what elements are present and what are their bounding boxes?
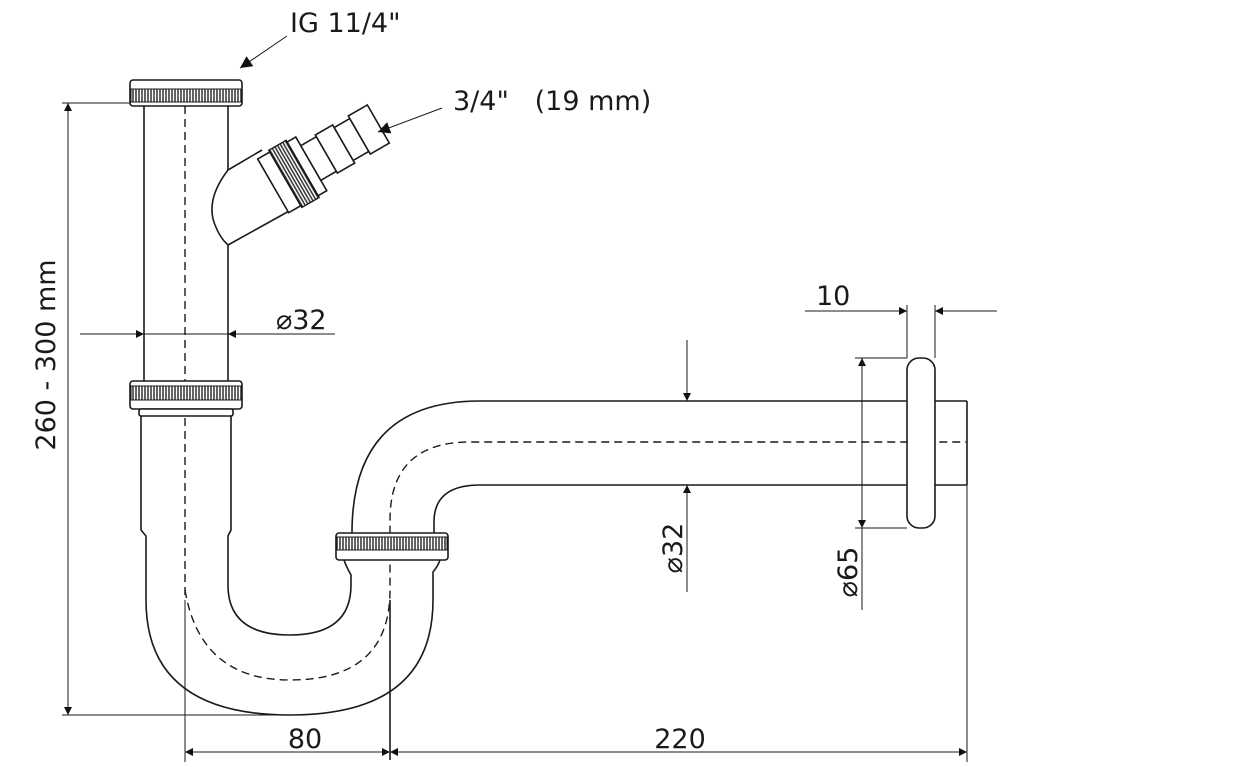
dimension-height <box>62 102 290 716</box>
label-offset-80: 80 <box>288 724 322 755</box>
label-rosette-diameter: ⌀65 <box>833 547 864 598</box>
label-side-inlet: 3/4" (19 mm) <box>453 86 651 117</box>
leader-arrow-inlet <box>377 107 443 134</box>
middle-nut <box>129 380 243 417</box>
label-height-range: 260 - 300 mm <box>31 259 62 450</box>
label-rosette-thickness: 10 <box>816 281 850 312</box>
top-nut <box>129 79 243 107</box>
label-distance-220: 220 <box>654 724 706 755</box>
side-inlet-connector <box>211 103 391 246</box>
right-nut <box>335 532 449 561</box>
vertical-tailpiece <box>143 106 229 600</box>
leader-arrow-thread <box>239 35 288 69</box>
dimension-rosette-thickness <box>805 305 997 358</box>
wall-rosette <box>906 357 936 529</box>
dimension-bottom <box>184 485 968 762</box>
label-diameter-horizontal: ⌀32 <box>658 523 689 574</box>
label-thread-top: IG 11/4" <box>290 8 401 39</box>
u-bend-trap <box>140 416 966 760</box>
label-diameter-vertical: ⌀32 <box>276 305 327 336</box>
horizontal-wall-pipe <box>351 400 968 534</box>
dimension-rosette-diameter <box>855 357 907 610</box>
